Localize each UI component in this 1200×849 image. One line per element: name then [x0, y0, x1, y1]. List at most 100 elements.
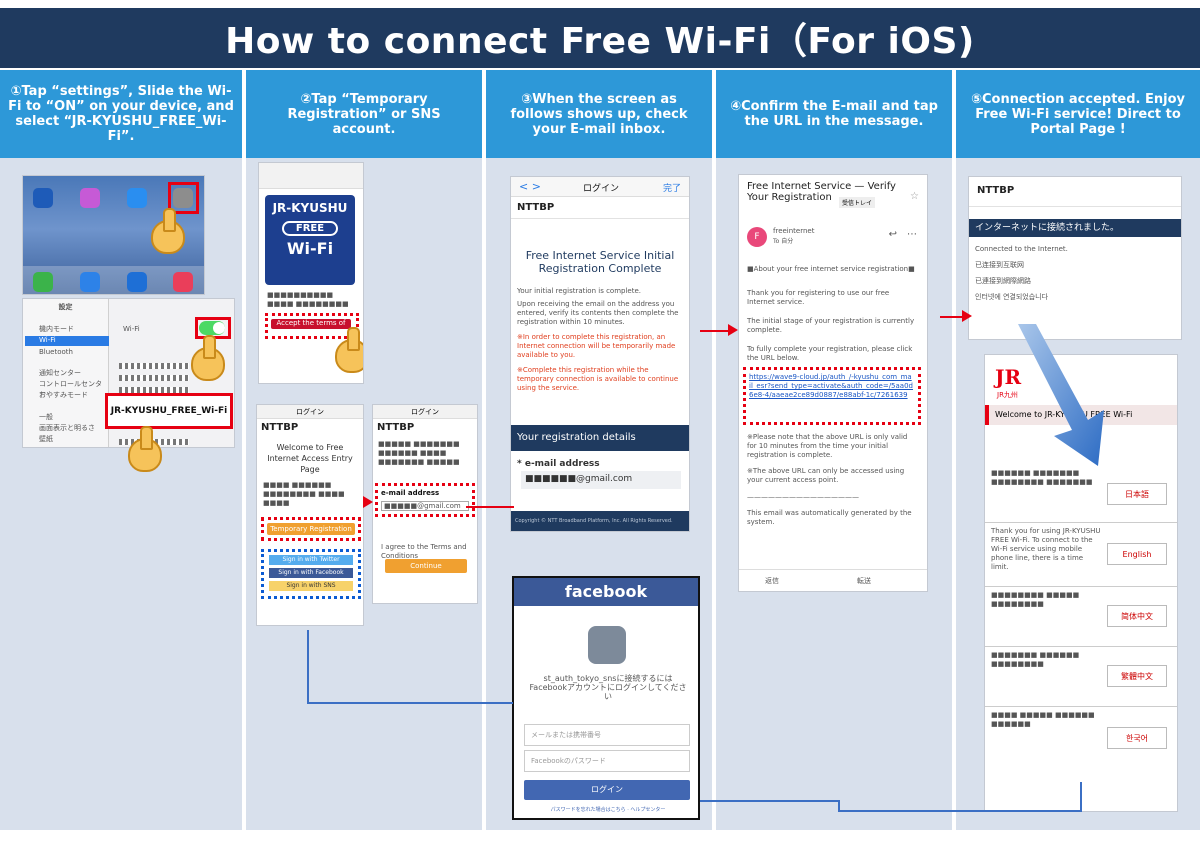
- settings-row[interactable]: コントロールセンター: [39, 380, 102, 397]
- settings-sidebar: 設定 機内モード Wi-Fi Bluetooth 通知センター コントロールセン…: [23, 299, 109, 447]
- email-note-1: ※Please note that the above URL is only …: [747, 433, 908, 459]
- ssid-highlight[interactable]: JR-KYUSHU_FREE_Wi-Fi: [105, 393, 233, 429]
- flow-arrow: [940, 316, 966, 318]
- step-3-header: ③When the screen as follows shows up, ch…: [486, 70, 712, 158]
- nav-title: ログイン: [583, 184, 620, 194]
- facebook-signin-button[interactable]: Sign in with Facebook: [269, 568, 353, 578]
- terms-text: ■■■■■■■■■■ ■■■■ ■■■■■■■■: [267, 291, 349, 308]
- entry-nav-title: ログイン: [257, 405, 363, 419]
- settings-row[interactable]: 機内モード: [39, 325, 74, 333]
- recipient: To 自分: [773, 238, 794, 245]
- step-4-column: ④Confirm the E-mail and tap the URL in t…: [716, 70, 952, 830]
- twitter-signin-button[interactable]: Sign in with Twitter: [269, 555, 353, 565]
- music-app-icon: [80, 188, 100, 208]
- steps-area: ①Tap “settings”, Slide the Wi-Fi to “ON”…: [0, 70, 1200, 830]
- accept-terms-button[interactable]: Accept the terms of use: [271, 319, 351, 335]
- ssid-label: JR-KYUSHU_FREE_Wi-Fi: [110, 406, 228, 416]
- facebook-flow-line: [700, 800, 840, 802]
- reply-icon[interactable]: ↩: [888, 229, 897, 240]
- jr-logo: JR: [995, 365, 1022, 389]
- facebook-login-screenshot: facebook st_auth_tokyo_snsに接続するにはFaceboo…: [512, 576, 700, 820]
- connected-en: Connected to the Internet.: [975, 245, 1068, 253]
- app-atom-icon: [588, 626, 626, 664]
- email-message-screenshot: Free Internet Service — Verify Your Regi…: [738, 174, 928, 592]
- email-click: To fully complete your registration, ple…: [747, 345, 913, 362]
- lang-button-zh-tw[interactable]: 繁體中文: [1107, 665, 1167, 687]
- entry-page-screenshot: ログイン NTTBP Welcome to Free Internet Acce…: [256, 404, 364, 626]
- email-instructions: ■■■■■ ■■■■■■■ ■■■■■■ ■■■■ ■■■■■■■ ■■■■■: [378, 440, 460, 466]
- step-4-header: ④Confirm the E-mail and tap the URL in t…: [716, 70, 952, 158]
- temp-reg-highlight: [261, 517, 361, 541]
- facebook-email-input[interactable]: メールまたは携帯番号: [524, 724, 690, 746]
- lang-button-ja[interactable]: 日本語: [1107, 483, 1167, 505]
- complete-note-2: ※Complete this registration while the te…: [517, 366, 679, 392]
- facebook-forgot-link[interactable]: パスワードを忘れた場合はこちら · ヘルプセンター: [550, 807, 666, 813]
- temporary-registration-button[interactable]: Temporary Registration: [267, 523, 355, 535]
- email-value: ■■■■■■@gmail.com: [521, 471, 681, 489]
- email-action-bar: 返信 転送: [739, 569, 927, 591]
- url-highlight: [743, 367, 921, 425]
- portal-page-screenshot: JR JR九州 Welcome to JR-KYUSHU FREE Wi-Fi …: [984, 354, 1178, 812]
- settings-row-wifi[interactable]: Wi-Fi: [25, 336, 109, 346]
- transition-arrow-icon: [1018, 324, 1104, 466]
- step-3-column: ③When the screen as follows shows up, ch…: [486, 70, 712, 830]
- settings-row[interactable]: Bluetooth: [39, 348, 73, 356]
- lang-button-ko[interactable]: 한국어: [1107, 727, 1167, 749]
- lang-row-ko: ■■■■ ■■■■■ ■■■■■■ ■■■■■■ 한국어: [985, 707, 1177, 773]
- entry-description: ■■■■ ■■■■■■ ■■■■■■■■ ■■■■ ■■■■: [263, 481, 345, 507]
- step-5-column: ⑤Connection accepted. Enjoy Free Wi-Fi s…: [956, 70, 1200, 830]
- sns-flow-line: [307, 702, 513, 704]
- tap-hand-icon: [151, 208, 185, 254]
- verification-url-link[interactable]: https://wave9-cloud.jp/auth_/-kyushu_com…: [749, 373, 913, 399]
- complete-text-2: Upon receiving the email on the address …: [517, 300, 679, 326]
- sns-signin-button[interactable]: Sign in with SNS: [269, 581, 353, 591]
- sns-highlight: [261, 549, 361, 599]
- sender-avatar: F: [747, 227, 767, 247]
- sender-name: freeinternet: [773, 227, 815, 235]
- ntt-brand: NTTBP: [511, 197, 689, 219]
- reply-button[interactable]: 返信: [765, 577, 779, 585]
- settings-row[interactable]: 一般: [39, 413, 53, 421]
- logo-text-top: JR-KYUSHU: [272, 201, 348, 215]
- star-icon[interactable]: ☆: [910, 191, 919, 202]
- complete-heading: Free Internet Service Initial Registrati…: [525, 249, 675, 275]
- facebook-prompt: st_auth_tokyo_snsに接続するにはFacebookアカウントにログ…: [529, 674, 687, 701]
- phone-app-icon: [33, 272, 53, 292]
- lang-button-en[interactable]: English: [1107, 543, 1167, 565]
- app-icon: [33, 188, 53, 208]
- facebook-flow-line: [838, 800, 840, 812]
- lang-desc: ■■■■■■■■ ■■■■■ ■■■■■■■■: [991, 591, 1080, 608]
- settings-row[interactable]: おやすみモード: [39, 391, 88, 399]
- back-chevron-icon[interactable]: < >: [519, 180, 541, 193]
- lang-row-zh-cn: ■■■■■■■■ ■■■■■ ■■■■■■■■ 简体中文: [985, 587, 1177, 647]
- email-highlight: [375, 483, 475, 517]
- terms-screenshot: JR-KYUSHU FREE Wi-Fi ■■■■■■■■■■ ■■■■ ■■■…: [258, 162, 364, 384]
- lang-row-ja: ■■■■■■ ■■■■■■■ ■■■■■■■■ ■■■■■■■ 日本語: [985, 465, 1177, 523]
- forward-button[interactable]: 転送: [857, 577, 871, 585]
- lang-desc: ■■■■■■ ■■■■■■■ ■■■■■■■■ ■■■■■■■: [991, 469, 1093, 486]
- nav-bar: < > ログイン 完了: [511, 177, 689, 197]
- lang-button-zh-cn[interactable]: 简体中文: [1107, 605, 1167, 627]
- settings-row[interactable]: 画面表示と明るさ: [39, 424, 95, 432]
- ntt-brand: NTTBP: [969, 177, 1181, 207]
- lang-row-en: Thank you for using JR-KYUSHU FREE Wi-Fi…: [985, 523, 1177, 587]
- step-2-column: ②Tap “Temporary Registration” or SNS acc…: [246, 70, 482, 830]
- email-auto: This email was automatically generated b…: [747, 509, 912, 526]
- footer: Copyright © NTT Broadband Platform, Inc.…: [511, 511, 689, 531]
- email-field-label: e-mail address: [381, 489, 440, 497]
- jr-free-wifi-logo: JR-KYUSHU FREE Wi-Fi: [265, 195, 355, 285]
- more-icon[interactable]: ⋯: [907, 229, 917, 240]
- agree-terms-checkbox[interactable]: I agree to the Terms and Conditions: [381, 543, 467, 560]
- facebook-flow-line: [840, 810, 1082, 812]
- wifi-toggle-knob: [213, 322, 225, 334]
- connected-banner: インターネットに接続されました。: [969, 219, 1181, 237]
- flow-arrow-head: [962, 310, 972, 322]
- facebook-login-button[interactable]: ログイン: [524, 780, 690, 800]
- settings-row[interactable]: 通知センター: [39, 369, 81, 377]
- facebook-password-input[interactable]: Facebookのパスワード: [524, 750, 690, 772]
- continue-button[interactable]: Continue: [385, 559, 467, 573]
- settings-row[interactable]: 壁紙: [39, 435, 53, 443]
- connected-zh-tw: 已連接到網際網路: [975, 277, 1031, 285]
- settings-gear-icon[interactable]: [173, 188, 193, 208]
- done-button[interactable]: 完了: [662, 184, 681, 194]
